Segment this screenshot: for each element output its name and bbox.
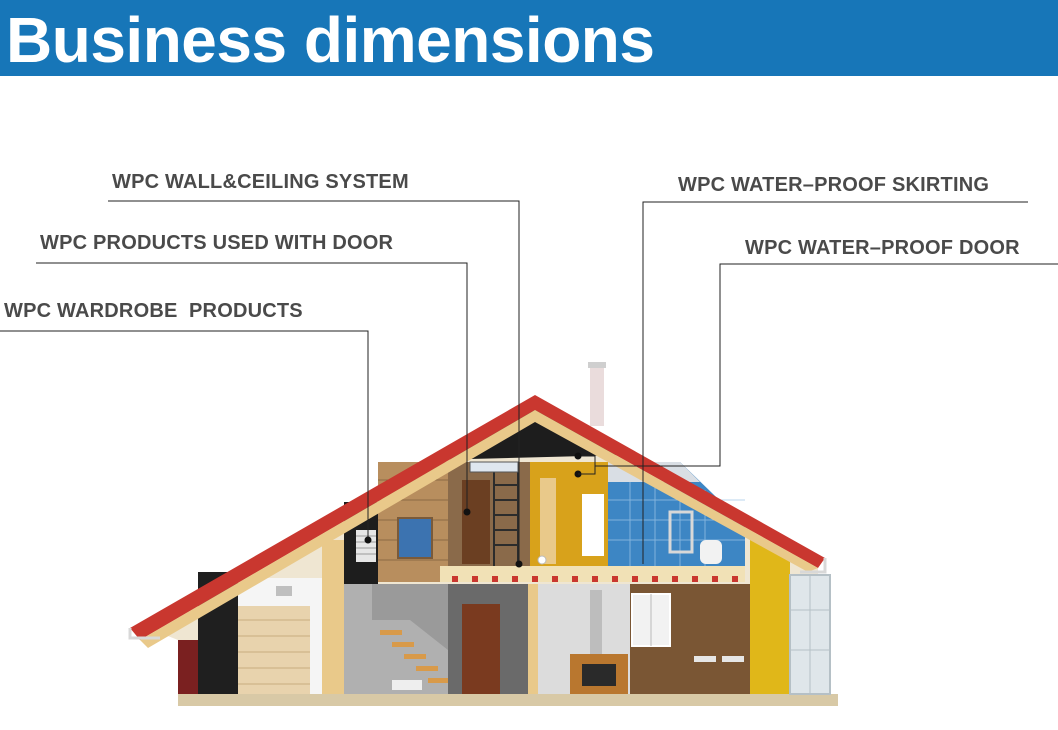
right-yellow-wall [750,530,790,694]
fireplace-chimney [590,590,602,654]
dot-wall-ceiling [515,560,523,568]
wood-column [322,540,344,694]
dot-wardrobe [364,536,372,544]
ceiling-vent [469,461,519,473]
radiator [392,680,422,690]
wood-door [540,478,556,564]
upper-door [462,480,490,564]
dot-door-products [463,508,471,516]
garage-door [238,606,310,694]
left-gutter [128,628,160,640]
leader-wardrobe [0,330,369,540]
towel-rail [668,510,694,554]
callout-wall-ceiling: WPC WALL&CEILING SYSTEM [112,171,409,193]
leader-wall-ceiling [108,200,520,564]
utility-cabinet [178,640,198,694]
dining-chair-2 [722,656,744,662]
callout-waterproof-door: WPC WATER–PROOF DOOR [745,237,1020,259]
title-banner: Business dimensions [0,0,1058,76]
garage-vent [276,586,292,596]
stair-treads [380,630,450,683]
toilet [700,540,722,564]
leader-door-products [36,262,468,512]
chimney [590,366,604,426]
wall-painting [397,517,433,559]
attic-ladder [493,470,519,566]
page-title: Business dimensions [6,4,655,76]
middle-column [528,584,538,694]
callout-wardrobe: WPC WARDROBE PRODUCTS [4,300,303,322]
fireplace-opening [582,664,616,686]
stair-wall [372,584,448,650]
right-gutter [800,558,827,574]
ceiling-lamp [537,555,547,565]
callout-lines [0,200,1058,564]
hall-door [462,604,500,694]
dot-waterproof-door [574,452,582,460]
chimney-cap [588,362,606,368]
floor-joists [452,576,738,582]
louvre-slats [356,535,376,555]
dining-chair-1 [694,656,716,662]
callout-skirting: WPC WATER–PROOF SKIRTING [678,174,990,196]
garage-door-panels [238,619,310,685]
leader-skirting-branch [578,466,596,475]
upper-window [582,494,604,556]
callout-door-products: WPC PRODUCTS USED WITH DOOR [40,232,394,254]
wardrobe-louvre [356,530,376,562]
ground-slab [178,694,838,706]
leader-waterproof-door [578,263,1058,467]
leader-skirting [642,201,1028,564]
conservatory-frames [790,575,830,694]
